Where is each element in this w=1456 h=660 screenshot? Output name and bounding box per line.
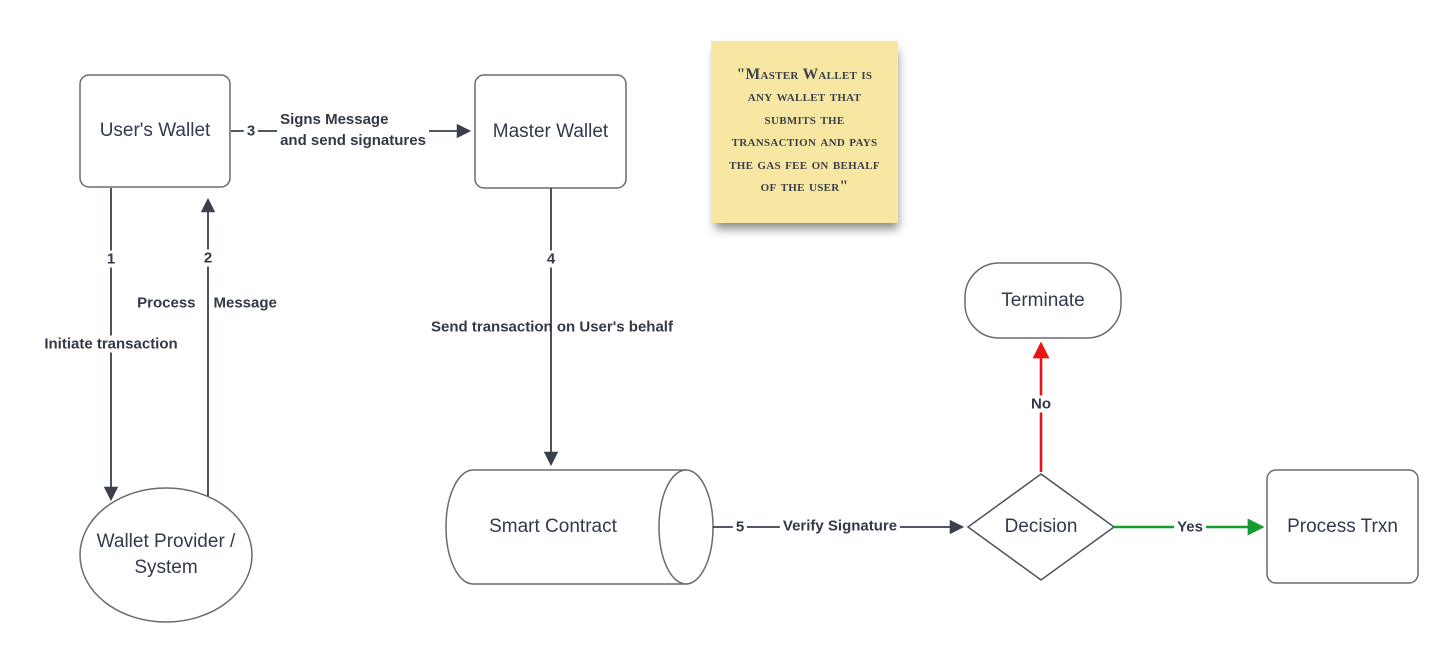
edge-4-number: 4 — [543, 250, 559, 268]
sticky-note-line: the gas fee on behalf — [729, 155, 880, 173]
sticky-note-line: any wallet that — [747, 88, 862, 106]
sticky-note: "Master Wallet is any wallet that submit… — [711, 41, 898, 223]
send-transaction-label: Send transaction on User's behalf — [431, 318, 673, 336]
edge-5-number: 5 — [732, 518, 748, 536]
sticky-note-line: of the user" — [760, 178, 849, 196]
node-users-wallet — [79, 74, 231, 188]
signs-message-label: Signs Message and send signatures — [277, 109, 429, 151]
process-message-right: Message — [213, 294, 277, 312]
node-wallet-provider — [79, 487, 253, 623]
node-smart-contract — [445, 469, 714, 585]
sticky-note-line: submits the — [764, 110, 845, 128]
sticky-note-line: transaction and pays — [731, 133, 878, 151]
edge-1-number: 1 — [103, 250, 119, 268]
node-terminate — [964, 262, 1122, 339]
node-process-trxn — [1266, 469, 1419, 584]
verify-signature-label: Verify Signature — [779, 517, 901, 535]
no-branch-label: No — [1028, 395, 1054, 413]
yes-branch-label: Yes — [1174, 518, 1206, 536]
process-message-label: Process Message — [137, 295, 277, 312]
signs-message-line2: and send signatures — [280, 132, 426, 149]
sticky-note-line: "Master Wallet is — [736, 66, 873, 83]
signs-message-line1: Signs Message — [280, 111, 389, 128]
edge-2-number: 2 — [200, 249, 216, 267]
node-master-wallet — [474, 74, 627, 189]
initiate-transaction-label: Initiate transaction — [41, 335, 181, 353]
node-decision — [966, 473, 1116, 581]
process-message-left: Process — [137, 294, 196, 312]
edge-3-number: 3 — [243, 122, 259, 140]
